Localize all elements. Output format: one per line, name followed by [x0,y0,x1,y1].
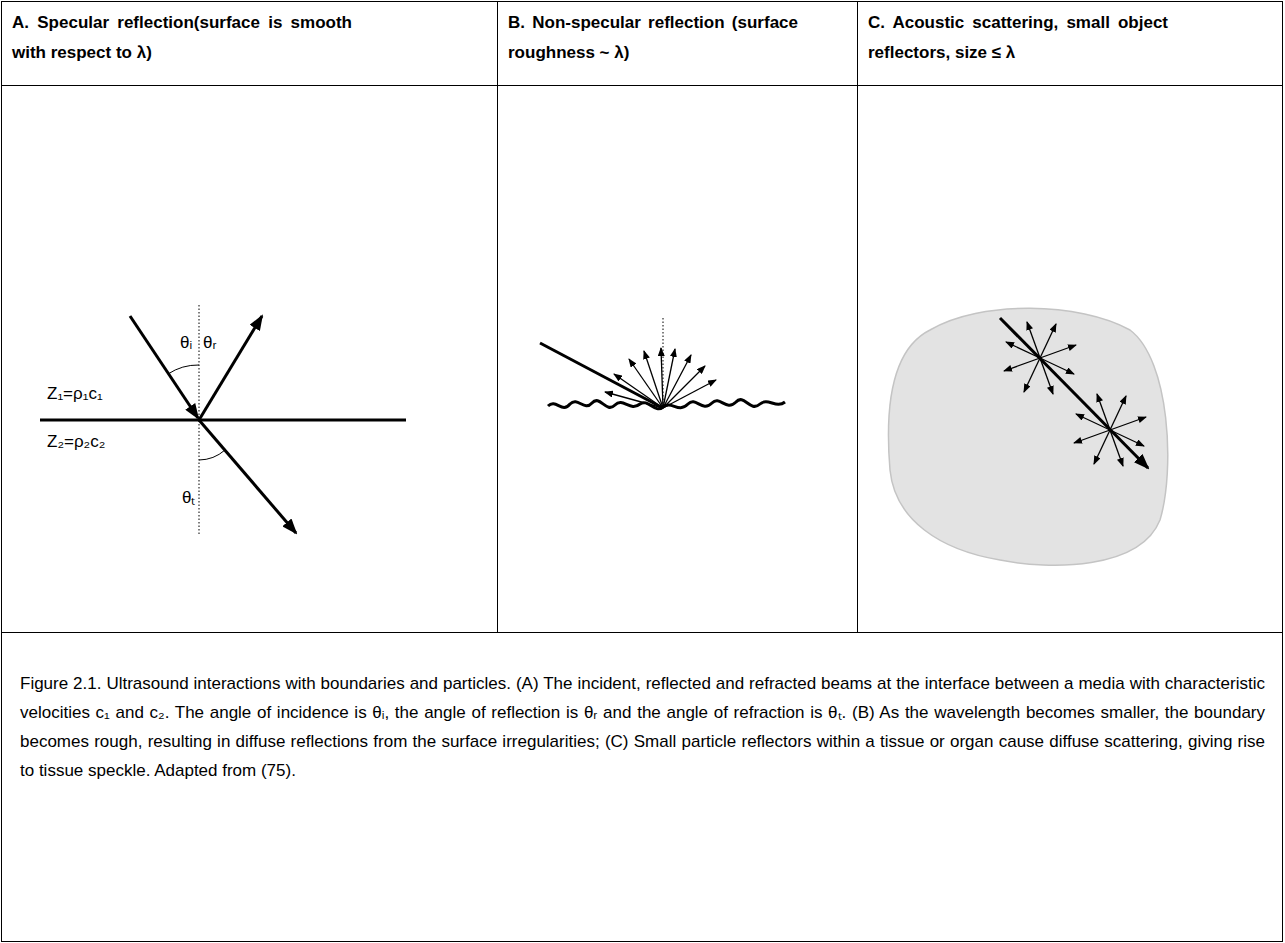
column-header: A. Specular reflection(surface is smooth… [12,8,352,68]
scattering-illustration [888,308,1167,565]
impedance-label: Z₁=ρ₁c₁ [46,384,104,404]
angle-label: θₜ [181,488,196,508]
diffuse-illustration [540,318,785,409]
figure-caption: Figure 2.1. Ultrasound interactions with… [20,669,1265,785]
column-header: C. Acoustic scattering, small object ref… [868,8,1168,68]
specular-illustration [40,305,406,535]
impedance-label: Z₂=ρ₂c₂ [46,432,106,452]
angle-label: θᵣ [202,333,218,353]
column-header: B. Non-specular reflection (surface roug… [508,8,798,68]
angle-label: θᵢ [179,333,193,353]
